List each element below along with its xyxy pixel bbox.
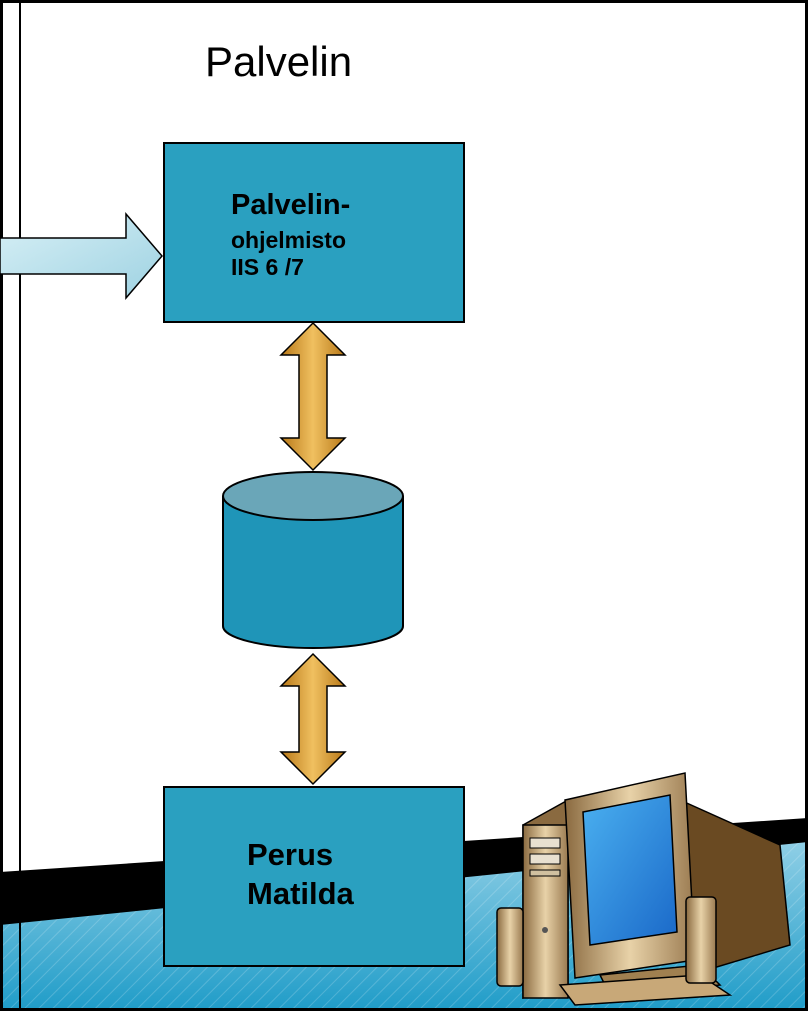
server-software-box: Palvelin- ohjelmisto IIS 6 /7	[163, 142, 465, 323]
client-box-label: Perus Matilda	[247, 836, 354, 914]
double-arrow-database-client	[279, 652, 347, 786]
client-box-label-line1: Perus	[247, 837, 334, 872]
client-box-label-line2: Matilda	[247, 875, 354, 911]
database-icon	[222, 471, 404, 649]
server-software-label-line3: IIS 6 /7	[231, 254, 304, 281]
incoming-request-arrow	[0, 211, 163, 301]
server-software-label-line1: Palvelin-	[231, 189, 351, 221]
server-software-label: Palvelin- ohjelmisto IIS 6 /7	[231, 188, 350, 282]
server-frame-title: Palvelin	[205, 38, 353, 85]
double-arrow-software-database	[279, 321, 347, 472]
client-box: Perus Matilda	[163, 786, 465, 967]
server-software-label-line2: ohjelmisto	[231, 226, 347, 253]
desktop-computer-icon	[496, 772, 791, 1006]
